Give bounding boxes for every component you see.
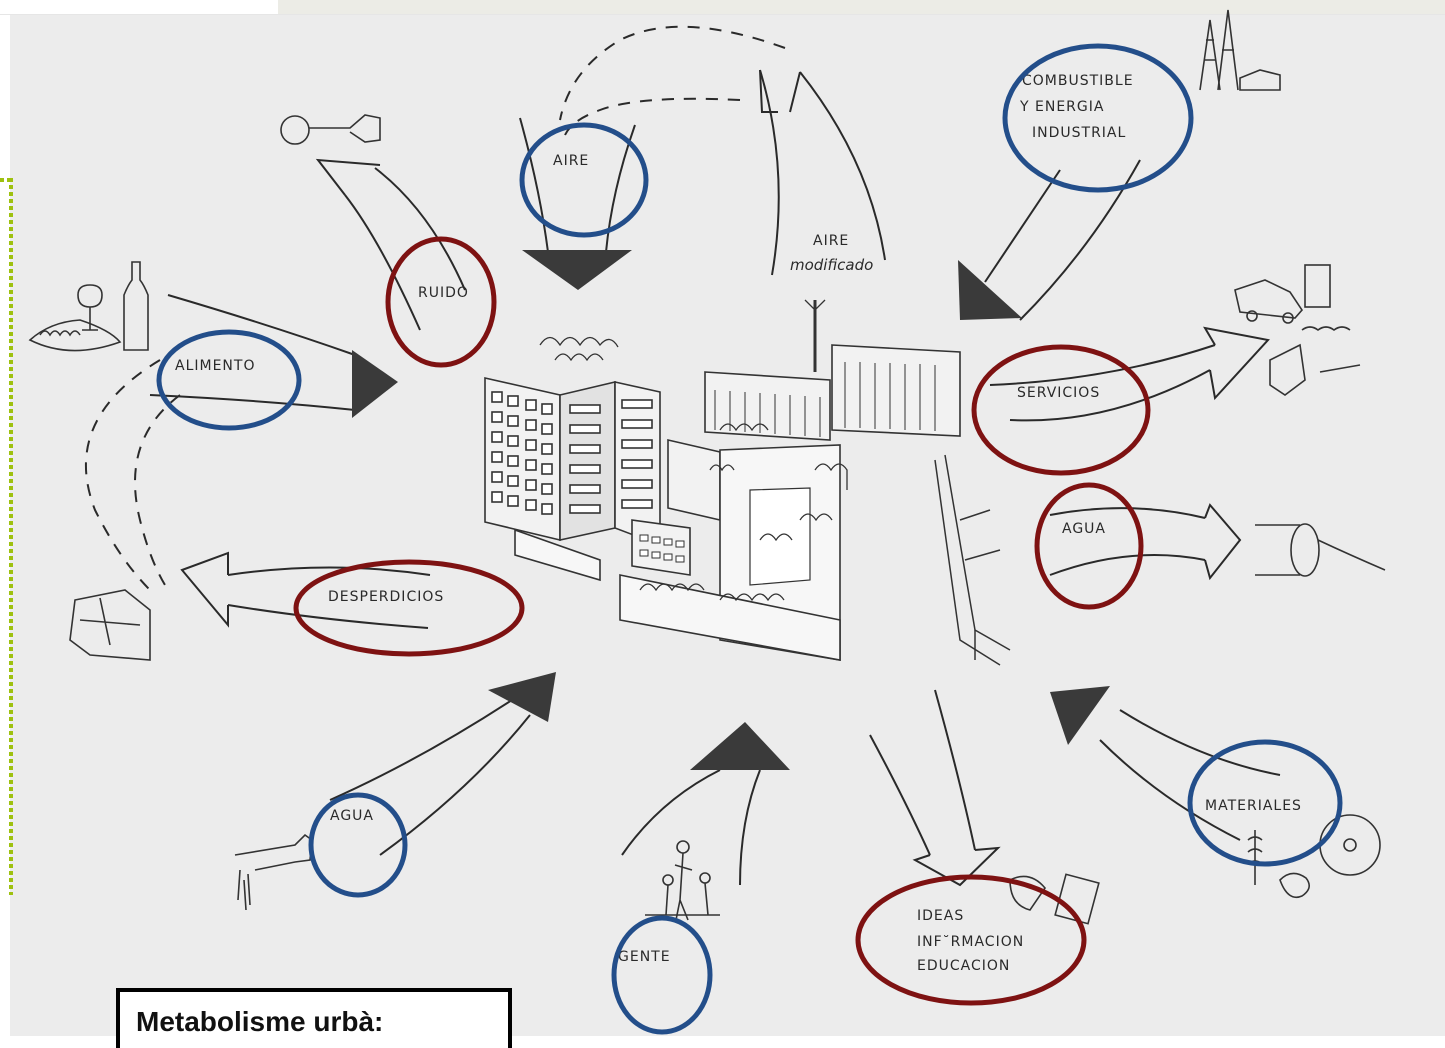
aire-in-stroke-left [519,117,549,253]
label-ruido: RUIDO [418,285,469,301]
aire-mod-head-left [759,69,778,113]
ideas-stroke-a [869,734,931,856]
label-servicios: SERVICIOS [1017,385,1100,401]
air-loop-outer [559,25,786,121]
air-loop-inner [564,97,741,136]
label-combustible-2: Y ENERGIA [1019,99,1104,115]
label-alimento: ALIMENTO [175,358,255,374]
combustible-stroke-a [984,169,1061,283]
factory [831,344,961,437]
label-ideas-3: EDUCACION [917,958,1010,974]
servicios-stroke-b [989,344,1216,386]
circle-servicios [971,344,1151,476]
building-a [667,438,721,522]
label-ideas-2: INF˘RMACION [917,934,1024,950]
circle-ruido [385,236,497,368]
food-loop-inner [134,394,181,586]
pipe-illustration [1255,523,1386,577]
gente-stroke-b [739,769,761,886]
circle-combustible [1002,43,1194,193]
materiales-arrowhead [1050,686,1110,745]
agua-in-stroke-a [329,697,516,801]
circle-materiales [1187,739,1343,867]
caption-text: Metabolisme urbà: [136,1006,384,1037]
circle-ideas [855,874,1087,1006]
label-aire-modificado-sub: modificado [790,256,873,274]
gente-stroke-a [621,769,721,856]
label-agua-out: AGUA [1062,521,1106,537]
label-aire-modificado: AIRE [813,233,849,249]
ruido-head [315,158,381,196]
horn-illustration [280,114,381,145]
food-loop-outer [84,359,161,591]
materials-illustration [1247,814,1381,899]
label-agua-in: AGUA [330,808,374,824]
arrowheads [352,250,1110,770]
label-desperdicios: DESPERDICIOS [328,589,444,605]
circle-gente [611,915,713,1035]
label-combustible-3: INDUSTRIAL [1032,125,1126,141]
aire-mod-head-right [789,71,801,113]
label-materiales: MATERIALES [1205,798,1302,814]
agua-out-head [1204,503,1242,581]
circle-agua-in [308,792,408,898]
top-bar-segment [278,0,1445,14]
aire-mod-stroke-right [799,71,886,261]
aire-mod-stroke-left [759,69,780,276]
ideas-objects-illustration [1009,873,1100,925]
label-aire-in: AIRE [553,153,589,169]
low-block [704,371,831,441]
circle-agua-out [1034,482,1144,610]
people-illustration [645,840,720,921]
ruido-stroke-b [374,167,466,291]
caption-box: Metabolisme urbà: [116,988,512,1048]
diagram-labels: AIRE AIRE modificado COMBUSTIBLE Y ENERG… [175,73,1302,974]
flow-arrows [84,25,1281,887]
desperdicios-head [180,551,229,628]
label-combustible-1: COMBUSTIBLE [1022,73,1134,89]
circle-alimento [156,329,302,431]
label-ideas-1: IDEAS [917,908,964,924]
services-objects-illustration [1234,264,1361,396]
agua-out-stroke-b [1049,554,1206,576]
courtyard [749,487,811,586]
garbage-illustration [69,589,151,661]
desperdicios-stroke-a [227,604,429,629]
ruido-stroke-a [344,194,421,331]
agua-in-arrowhead [488,672,556,722]
materiales-stroke-b [1099,739,1241,841]
top-bar [0,0,1445,15]
street-left [514,528,601,582]
servicios-stroke-a [1009,369,1211,422]
street-bottom [619,574,841,661]
desperdicios-stroke-b [227,566,431,576]
servicios-head [1203,326,1270,401]
oil-derrick-illustration [1199,9,1281,91]
aire-in-arrowhead [522,250,632,290]
aire-in-stroke-right [605,124,636,253]
combustible-arrowhead [958,260,1022,320]
circle-desperdicios [293,559,525,657]
highlight-circles [156,43,1343,1035]
alimento-stroke-a [167,294,356,356]
alimento-arrowhead [352,350,398,418]
alimento-stroke-b [149,394,356,411]
materiales-stroke-a [1119,709,1281,776]
food-wine-illustration [28,261,149,352]
circle-aire [519,122,649,238]
agua-in-stroke-b [379,714,531,856]
ideas-stroke-b [934,689,976,851]
label-gente: GENTE [618,949,671,965]
combustible-stroke-b [1019,159,1141,321]
gente-arrowhead [690,722,790,770]
city-illustration [484,299,1011,666]
ideas-head [912,846,1001,887]
